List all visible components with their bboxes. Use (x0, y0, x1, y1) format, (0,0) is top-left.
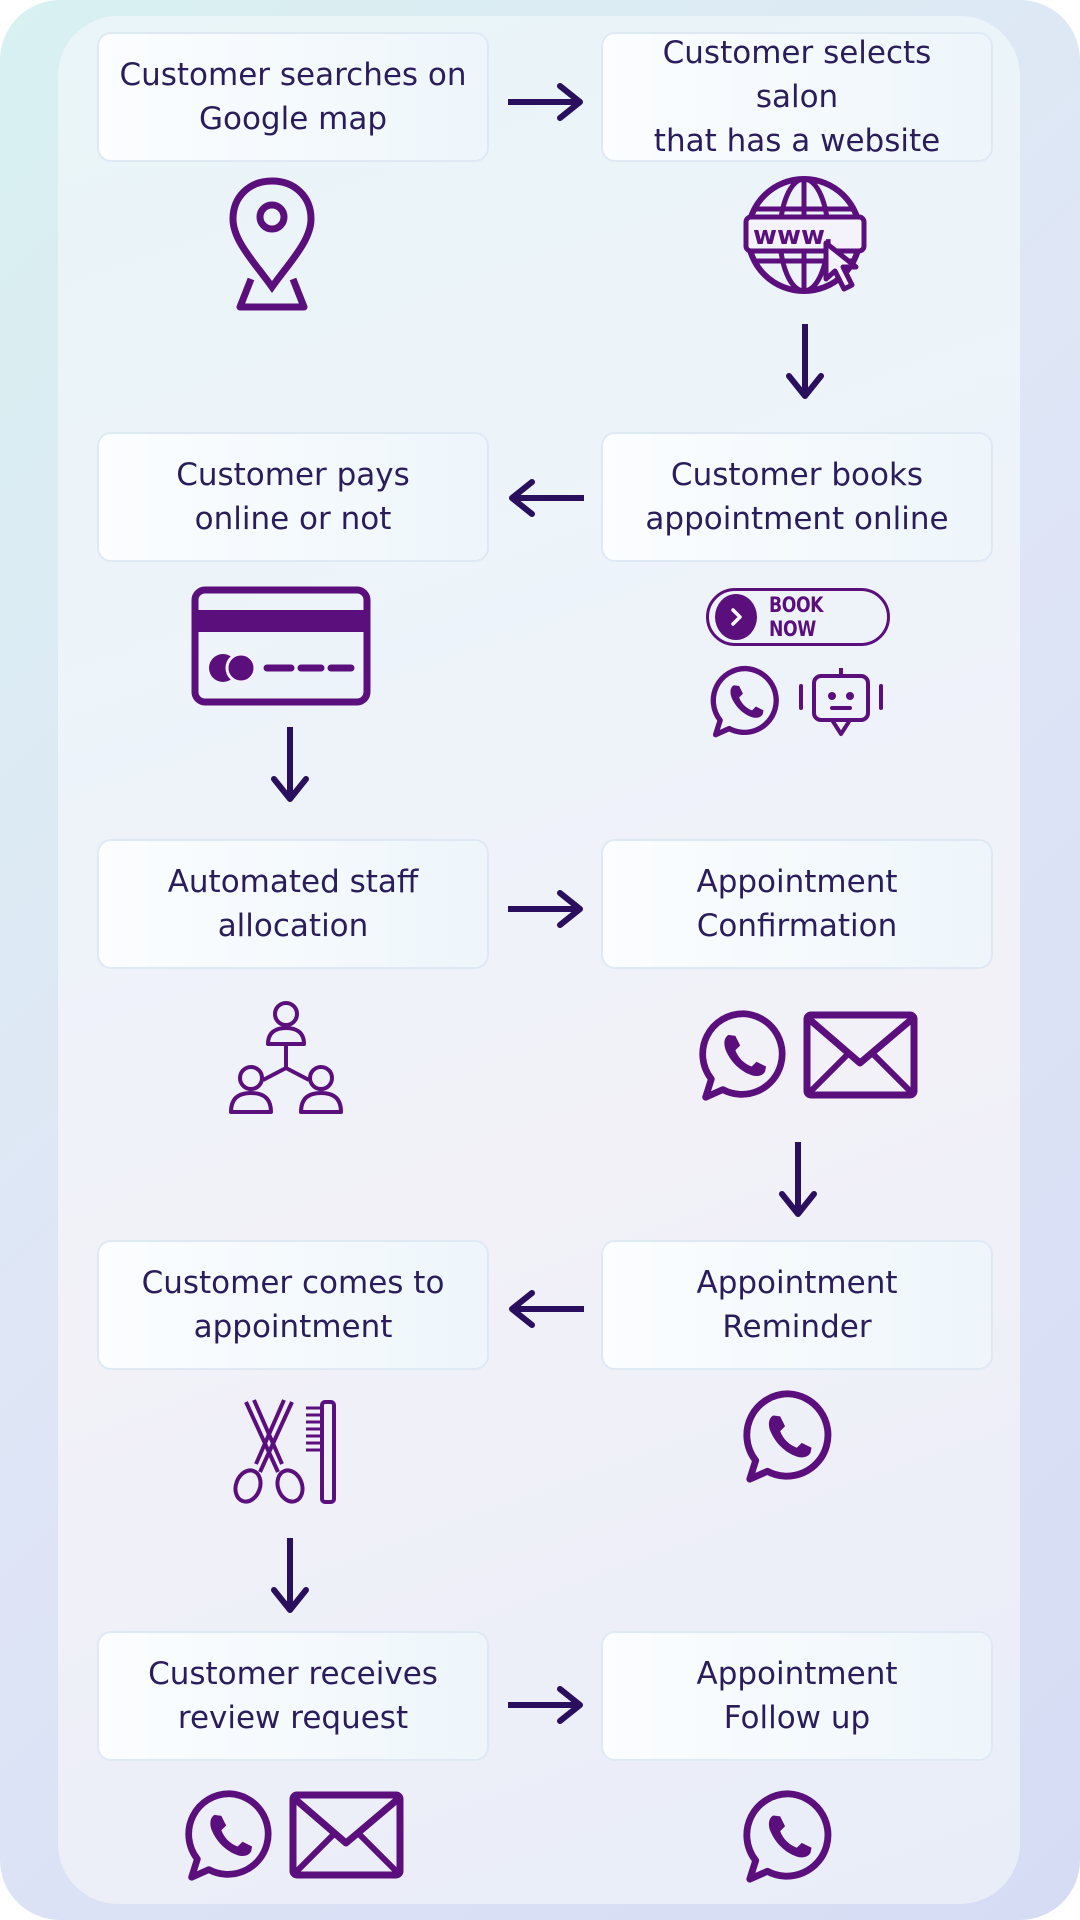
step-confirm-label: Appointment Confirmation (696, 864, 898, 944)
arrow-down-3 (778, 1140, 818, 1220)
whatsapp-icon (708, 664, 784, 740)
svg-text:www.: www. (753, 221, 833, 251)
step-followup-label: Appointment Follow up (696, 1656, 898, 1736)
step-search: Customer searches on Google map (97, 32, 489, 162)
chevron-right-icon (715, 594, 757, 640)
whatsapp-icon (740, 1388, 838, 1486)
chatbot-icon (796, 666, 886, 744)
book-now-label: BOOK NOW (768, 593, 824, 641)
arrow-down-4 (270, 1536, 310, 1616)
email-icon (289, 1791, 404, 1879)
step-books-label: Customer books appointment online (645, 457, 949, 537)
step-pays-label: Customer pays online or not (176, 457, 410, 537)
step-reminder-label: Appointment Reminder (696, 1265, 898, 1345)
step-select: Customer selects salon that has a websit… (601, 32, 993, 162)
arrow-right-3 (506, 1685, 586, 1725)
step-select-label: Customer selects salon that has a websit… (653, 35, 941, 159)
step-pays: Customer pays online or not (97, 432, 489, 562)
step-comes: Customer comes to appointment (97, 1240, 489, 1370)
step-search-label: Customer searches on Google map (119, 57, 467, 137)
arrow-right-2 (506, 889, 586, 929)
map-pin-icon (225, 175, 319, 311)
step-staff: Automated staff allocation (97, 839, 489, 969)
whatsapp-icon (740, 1788, 838, 1886)
scissors-comb-icon (226, 1398, 340, 1506)
arrow-down-1 (785, 322, 825, 402)
step-confirm: Appointment Confirmation (601, 839, 993, 969)
step-comes-label: Customer comes to appointment (141, 1265, 445, 1345)
whatsapp-icon (696, 1008, 792, 1104)
arrow-down-2 (270, 725, 310, 805)
team-network-icon (225, 998, 347, 1116)
step-followup: Appointment Follow up (601, 1631, 993, 1761)
book-now-button: BOOK NOW (706, 588, 890, 646)
arrow-left-1 (506, 478, 586, 518)
arrow-right-1 (506, 82, 586, 122)
credit-card-icon (191, 586, 371, 706)
step-review: Customer receives review request (97, 1631, 489, 1761)
step-books: Customer books appointment online (601, 432, 993, 562)
step-reminder: Appointment Reminder (601, 1240, 993, 1370)
arrow-left-2 (506, 1289, 586, 1329)
www-globe-icon: www. (740, 175, 870, 300)
whatsapp-icon (182, 1788, 278, 1884)
email-icon (803, 1011, 918, 1099)
step-staff-label: Automated staff allocation (167, 864, 419, 944)
step-review-label: Customer receives review request (148, 1656, 438, 1736)
